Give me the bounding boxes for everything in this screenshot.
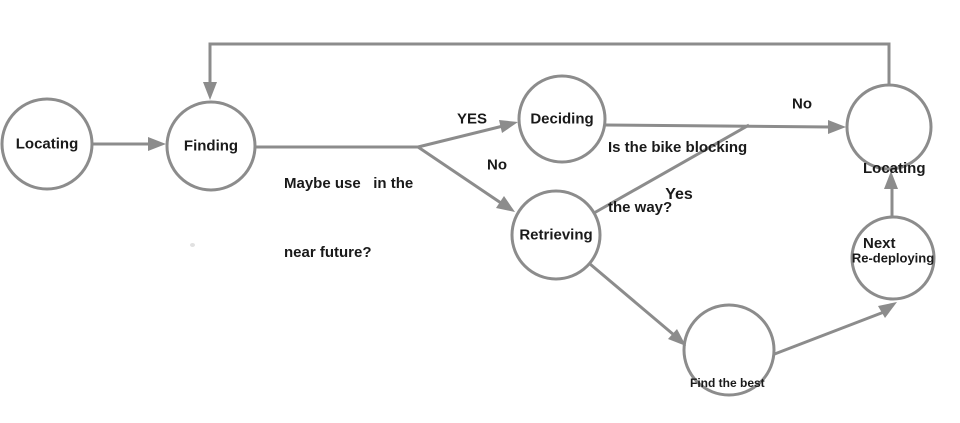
arrowhead-into-locating-next-bottom-icon — [884, 171, 898, 189]
edge-retrieving-find-best — [589, 262, 675, 337]
node-locating-circle — [0, 97, 94, 191]
edge-label-yes-to-locating-next: Yes — [665, 186, 693, 203]
edge-locating-next-finding-feedback — [208, 42, 891, 84]
edge-label-bike-blocking-line2: the way? — [608, 199, 673, 216]
edge-branch-deciding — [417, 124, 504, 149]
edge-label-bike-blocking: Is the bike blocking the way? — [608, 98, 747, 258]
node-finding-label: Finding — [183, 137, 239, 155]
node-locating-label: Locating — [15, 135, 79, 153]
node-find-best-location-circle — [682, 303, 776, 397]
edge-label-bike-blocking-line1: Is the bike blocking — [608, 139, 748, 156]
node-retrieving-circle — [510, 189, 602, 281]
edge-label-no-to-locating-next: No — [792, 95, 812, 113]
node-re-deploying-circle — [850, 215, 936, 301]
edge-deciding-locating-next — [604, 123, 831, 129]
node-locating-next-circle — [845, 83, 933, 171]
node-retrieving-label: Retrieving — [519, 226, 593, 244]
arrowhead-into-find-best-icon — [668, 329, 686, 346]
arrowhead-into-locating-next-left-icon — [828, 120, 846, 134]
edge-label-maybe-use-line2: near future? — [284, 244, 372, 261]
node-locating-next-label: Locating Next — [863, 106, 926, 306]
arrowhead-into-finding-icon — [148, 137, 166, 151]
node-find-best-location-label-line1: Find the best — [690, 376, 765, 390]
node-locating-next-label-line2: Next — [863, 235, 896, 252]
node-find-best-location-label: Find the best location — [690, 333, 765, 423]
edge-find-best-re-deploying — [771, 310, 885, 357]
edge-retrieving-locating-next — [593, 123, 750, 215]
edge-label-yes-to-deciding: YES — [456, 110, 488, 128]
edge-label-maybe-use: Maybe use in the near future? — [284, 126, 413, 310]
arrowhead-into-deciding-icon — [499, 120, 518, 133]
arrowhead-feedback-into-finding-icon — [203, 82, 217, 100]
node-locating-next-label-line1: Locating — [863, 160, 926, 177]
edge-label-maybe-use-line1: Maybe use in the — [284, 175, 414, 192]
edge-label-no-to-retrieving: No — [487, 156, 507, 174]
arrowhead-into-retrieving-icon — [496, 196, 515, 212]
stray-speck — [190, 243, 195, 247]
edge-branch-retrieving — [417, 145, 502, 205]
node-deciding-circle — [517, 74, 607, 164]
node-finding-circle — [165, 100, 257, 192]
node-deciding-label: Deciding — [530, 110, 594, 128]
arrowhead-into-re-deploying-icon — [878, 302, 897, 318]
node-re-deploying-label: Re-deploying — [851, 250, 935, 266]
